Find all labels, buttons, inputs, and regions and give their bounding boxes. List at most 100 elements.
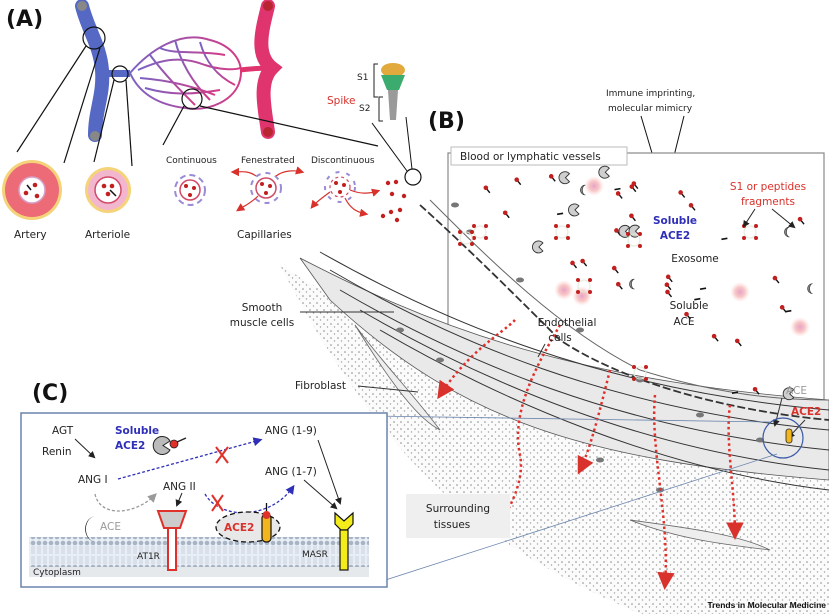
ang2-label: ANG II (163, 481, 196, 493)
spike-line-2 (405, 116, 413, 170)
journal-credit: Trends in Molecular Medicine (707, 600, 826, 610)
fenestrated-capillary (230, 166, 305, 212)
spike-magnifier (404, 168, 422, 186)
spike-particle (483, 185, 489, 191)
spike-protein-icon (381, 63, 405, 120)
soluble-ace2-particle (598, 165, 610, 179)
discontinuous-capillary (310, 171, 381, 217)
exosome (459, 231, 473, 245)
spike-label: Spike (327, 95, 355, 107)
soluble-ace-particle (807, 283, 813, 294)
ace2-membrane-icon (785, 428, 793, 444)
peptide-fragment (556, 212, 564, 216)
ace-label: ACE (786, 385, 807, 397)
exosome-spike (470, 230, 474, 234)
ang1-to-ang19-arrow (117, 437, 263, 480)
peptide-fragment (614, 187, 621, 191)
smooth-muscle-label-line1: Smooth (242, 302, 283, 314)
exosome-spike (632, 377, 636, 381)
spike-particle (665, 289, 670, 295)
renin-label: Renin (42, 446, 72, 458)
surrounding-tissues-line2: tissues (434, 519, 471, 531)
spike-particle (615, 191, 621, 196)
spike-particle (734, 338, 740, 344)
spike-particle (629, 184, 635, 189)
released-spikes (380, 179, 407, 223)
immune-label-line2: molecular mimicry (608, 104, 693, 114)
artery-label: Artery (14, 229, 47, 241)
spike-s2-label: S2 (359, 104, 370, 114)
ang19-label: ANG (1-9) (265, 425, 317, 437)
s1-fragments-label-line1: S1 or peptides (730, 181, 806, 193)
exosome-glow (554, 280, 574, 300)
exosome-spike (754, 236, 758, 240)
spike-particle (514, 177, 520, 183)
endothelial-label-line1: Endothelial (538, 317, 597, 329)
arteriole-label: Arteriole (85, 229, 130, 241)
soluble-ace2-particle (532, 240, 544, 254)
spike-particle (611, 265, 617, 271)
spike-particle (548, 174, 554, 179)
ang19-to-masr-arrow (317, 439, 342, 505)
ace2-c-label: ACE2 (224, 522, 254, 534)
exosome-spike (632, 365, 636, 369)
masr-receptor-icon (334, 511, 354, 571)
spike-particle (502, 210, 508, 216)
vessel-wall (280, 199, 829, 614)
capillary-bed (128, 36, 279, 110)
exosome-spike (644, 377, 648, 381)
spike-particle (629, 213, 634, 219)
endothelial-label-line2: cells (548, 332, 572, 344)
exosome-spike (470, 242, 474, 246)
ace2-receptor-icon (261, 503, 272, 543)
at1r-receptor-icon (156, 510, 188, 571)
peptide-fragment (721, 237, 728, 241)
particle-layer (458, 165, 813, 401)
exosome-spike (458, 242, 462, 246)
exosome-spike (576, 278, 580, 282)
soluble-ace2-label-line2: ACE2 (660, 230, 690, 242)
exosome-spike (472, 236, 476, 240)
vessel-box-title-bg (450, 146, 628, 166)
immune-label-line1: Immune imprinting, (606, 89, 695, 99)
vessel-box-title: Blood or lymphatic vessels (460, 151, 601, 163)
zoom-line-1 (372, 415, 771, 423)
soluble-ace2-icon (152, 436, 187, 455)
peptide-fragment (785, 309, 792, 313)
exosome-glow (584, 176, 604, 196)
exosome-spike (638, 244, 642, 248)
ace-c-label: ACE (100, 521, 121, 533)
exosome (577, 279, 591, 293)
exosome (743, 225, 757, 239)
spike-particle (797, 216, 803, 222)
exosome-spike (576, 290, 580, 294)
soluble-ace-particle (580, 184, 586, 196)
cell-membrane (29, 537, 369, 567)
ace-ace2-magnifier (762, 417, 804, 459)
exosome-glow (730, 282, 750, 302)
magnifier-lines (16, 26, 379, 167)
spike-particle (570, 260, 575, 266)
exosome-spike (644, 365, 648, 369)
ang1-to-ang2-arrow (94, 493, 157, 512)
exosome-spike (484, 224, 488, 228)
surrounding-tissues-line1: Surrounding (426, 503, 490, 515)
fragments-arrow-2 (771, 208, 796, 229)
soluble-ace-label-line1: Soluble (670, 300, 709, 312)
ang2-to-at1r-arrow (175, 492, 183, 507)
blocked-x-icon (215, 446, 229, 464)
exosome-spike (626, 244, 630, 248)
spike-particle (664, 282, 670, 287)
soluble-ace2-particle (568, 203, 580, 217)
exosome-label: Exosome (671, 253, 719, 265)
panel-c-label: (C) (32, 381, 68, 406)
spike-particle (711, 333, 717, 339)
peptide-fragment (699, 287, 707, 290)
exosome-spike (458, 230, 462, 234)
exosome-spike (588, 290, 592, 294)
exosome-spike (472, 224, 476, 228)
exosome-glow (790, 317, 810, 337)
fibroblast-pointer (357, 385, 419, 393)
exosome-spike (588, 278, 592, 282)
soluble-ace2-particle (782, 387, 795, 401)
